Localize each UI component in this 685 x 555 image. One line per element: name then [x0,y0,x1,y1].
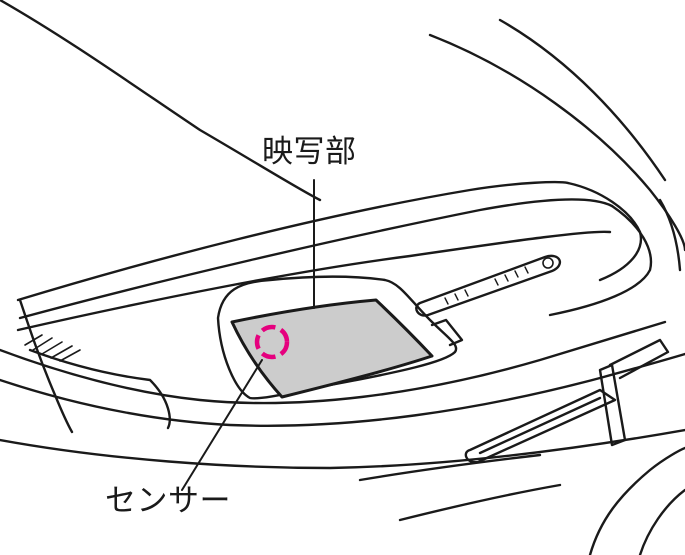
wiper-blade [608,338,670,380]
lower-console-line-2 [398,483,562,522]
gauge-scale-outline [415,254,562,317]
steering-column-right [638,488,685,555]
dash-top-line-2 [18,198,614,320]
dash-hood-line [16,230,612,332]
steering-column-left [588,446,685,555]
dash-hood-outer [548,204,653,317]
sensor-label: センサー [105,483,231,519]
gauge-scale-knob [542,257,554,269]
dash-top-line [16,180,570,302]
left-vent-hatch [24,334,81,362]
dash-right-edge [658,198,682,272]
projection-area-label: 映写部 [262,134,357,170]
dash-left-edge [18,298,74,434]
lower-console-line [358,453,542,482]
wiper-arm-inner [478,396,602,455]
gauge-scale-ticks [444,266,529,305]
sensor-leader-line [181,359,263,491]
hud-notch [430,318,464,347]
dash-bottom-line [0,428,685,470]
hud-recess-outline [216,275,458,400]
wiper-pivot [598,363,627,447]
wiper-arm [464,388,617,464]
sensor-marker [254,324,290,360]
dash-lower-line-2 [0,352,685,427]
hud-projection-screen [230,298,434,399]
windshield-inner-line [498,18,667,182]
windshield-outer-line [428,33,685,252]
dash-lower-line [0,320,667,405]
windshield-upper-edge [0,0,322,202]
